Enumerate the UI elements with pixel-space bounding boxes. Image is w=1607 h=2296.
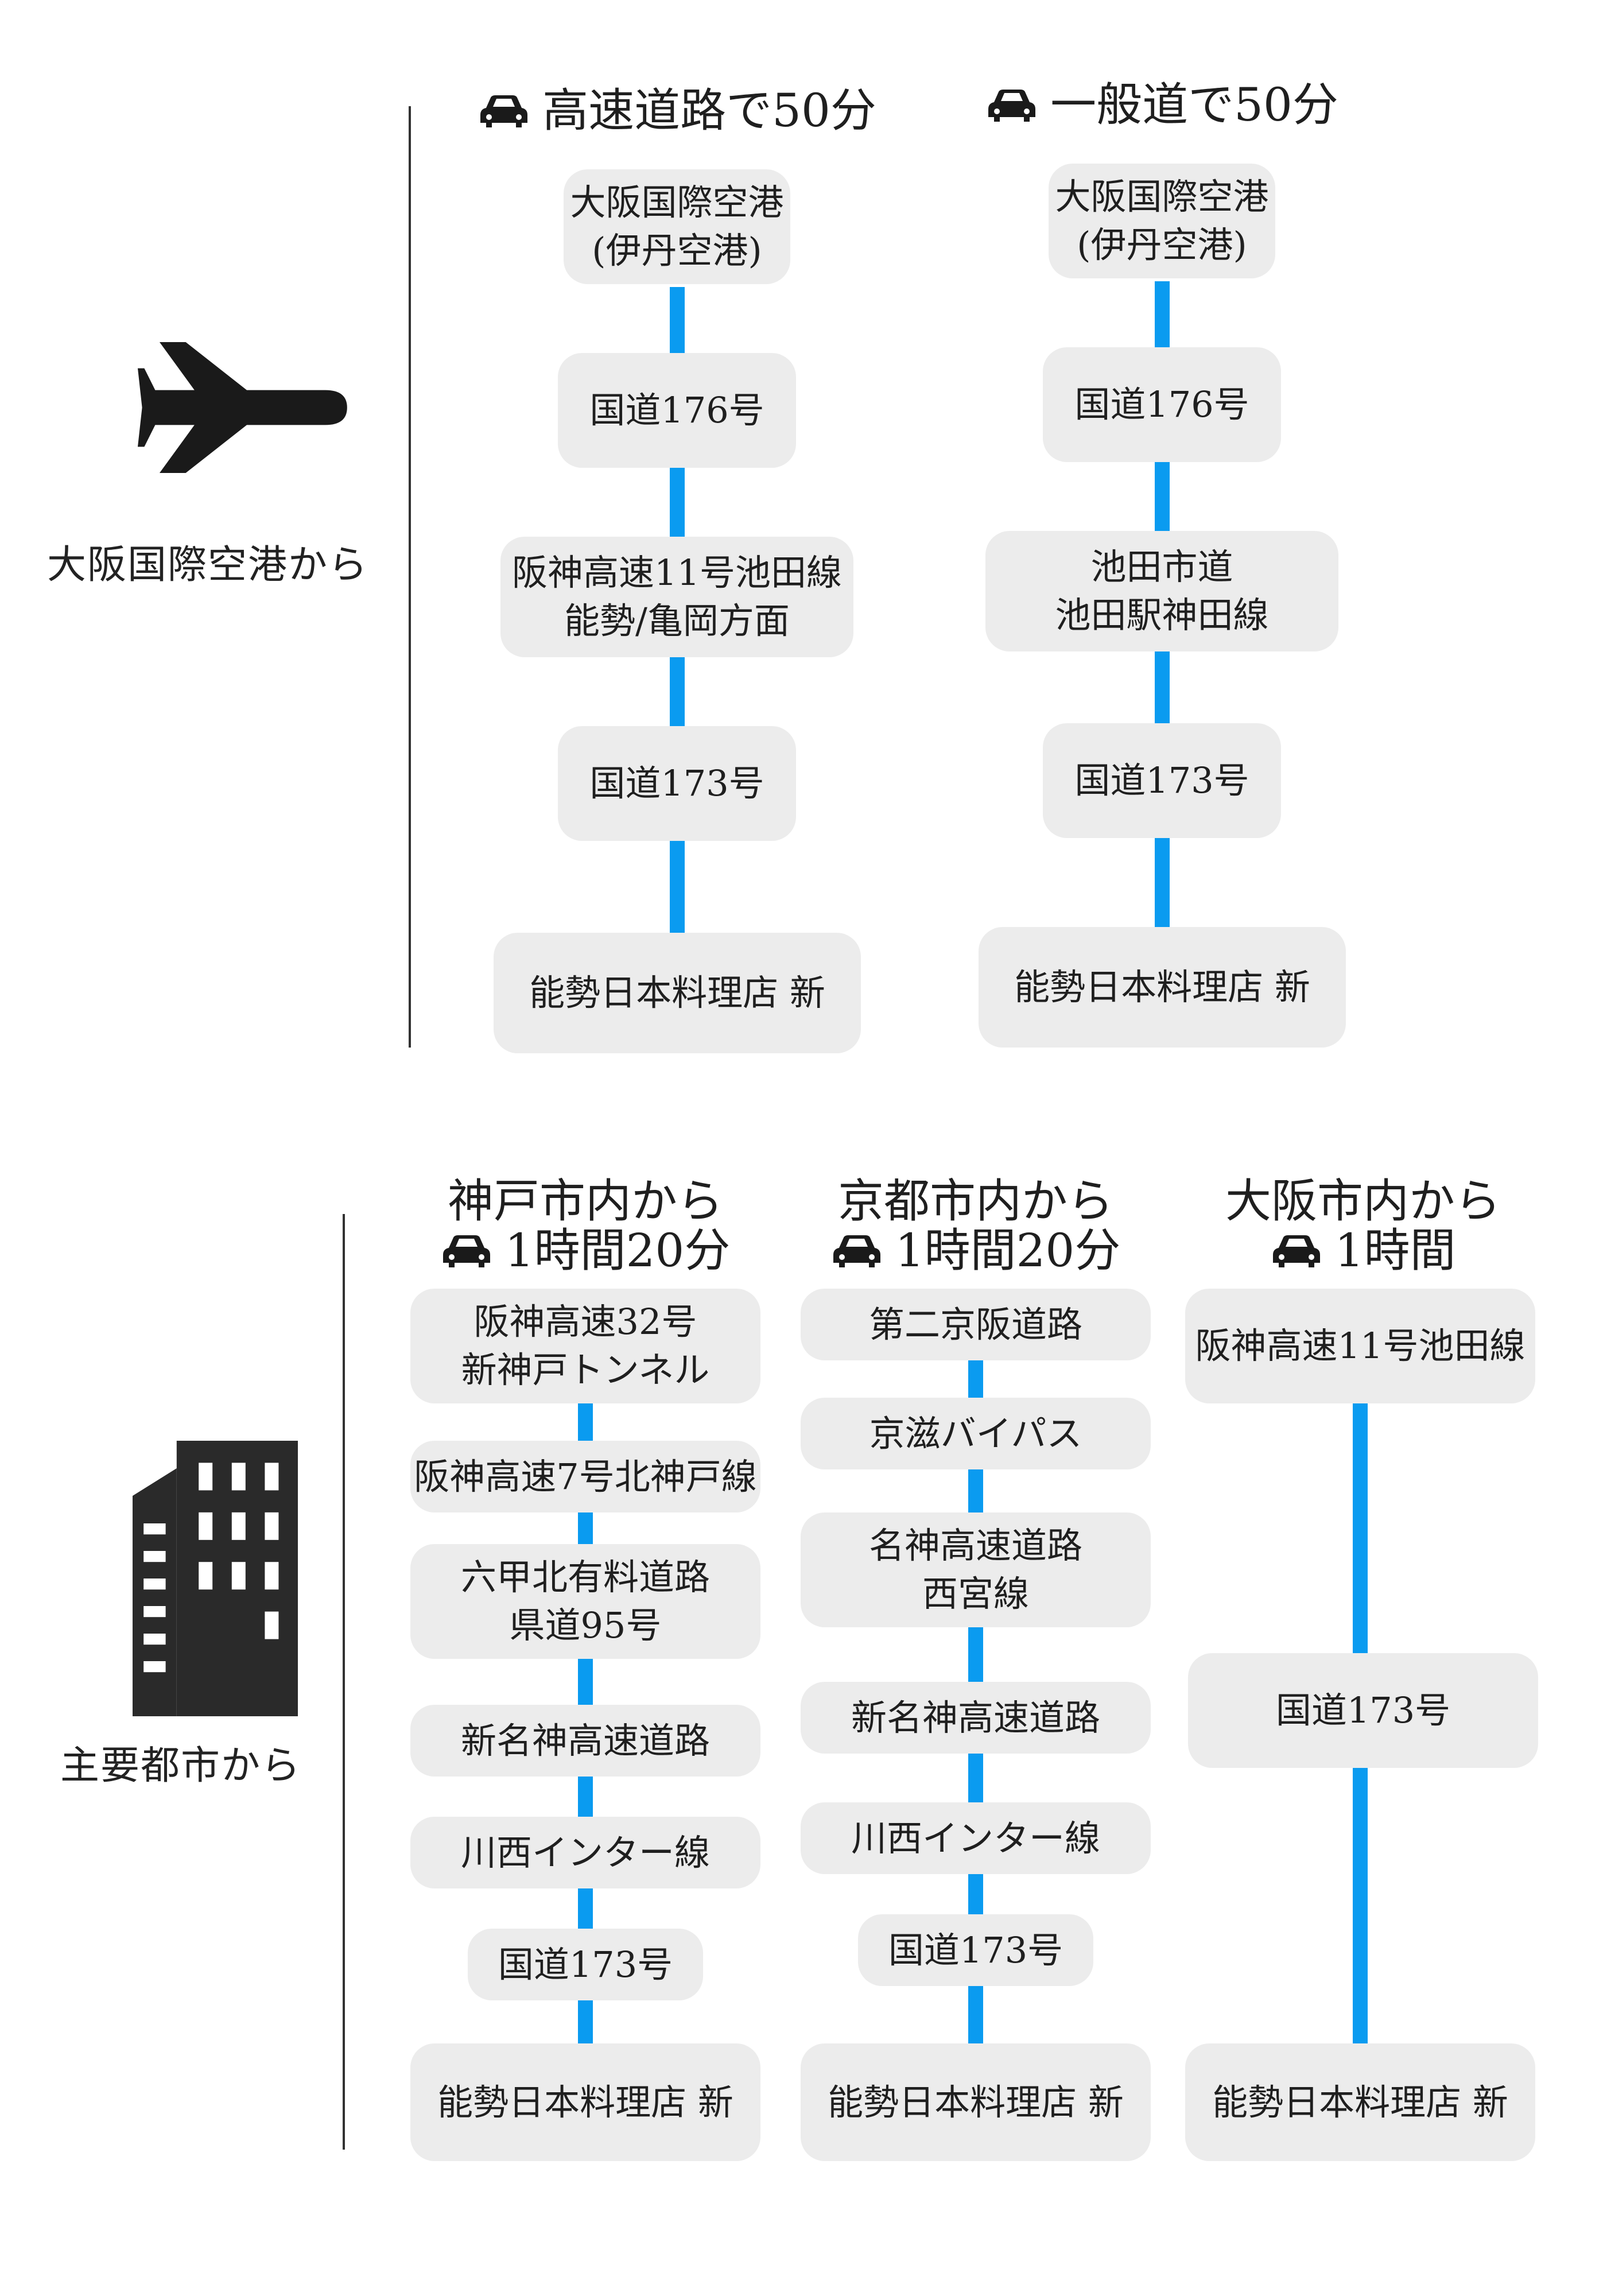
route-stop: 六甲北有料道路 県道95号 (410, 1544, 760, 1659)
route-duration: 1時間20分 (504, 1224, 731, 1277)
route-header: 神戸市内から 1時間20分 (402, 1177, 769, 1275)
route-stop: 第二京阪道路 (801, 1289, 1151, 1360)
airplane-icon (138, 298, 356, 517)
section-label-airport: 大阪国際空港から (47, 542, 369, 588)
city-section: 主要都市から 神戸市内から 1時間20分 阪神高速32号 新神戸トンネル 阪神高… (0, 1148, 1607, 2296)
route-stop: 国道173号 (558, 726, 796, 841)
route-duration: 高速道路で50分 (542, 84, 876, 137)
building-icon (132, 1441, 298, 1716)
route-origin: 京都市内から (838, 1174, 1113, 1228)
section-divider-line (343, 1214, 345, 2150)
route-stop: 阪神高速11号池田線 能勢/亀岡方面 (500, 537, 853, 657)
car-icon (442, 1235, 490, 1267)
route-stop: 阪神高速7号北神戸線 (410, 1441, 760, 1512)
car-icon (1272, 1235, 1320, 1267)
destination-stop: 能勢日本料理店 新 (801, 2043, 1151, 2161)
route-stop: 新名神高速道路 (801, 1682, 1151, 1754)
route-header: 京都市内から 1時間20分 (792, 1177, 1159, 1275)
destination-stop: 能勢日本料理店 新 (979, 927, 1346, 1048)
route-stop: 阪神高速32号 新神戸トンネル (410, 1289, 760, 1403)
airport-section: 大阪国際空港から 高速道路で50分 大阪国際空港 (伊丹空港) 国道176号 阪… (0, 0, 1607, 1091)
route-stop: 川西インター線 (410, 1817, 760, 1888)
route-expressway: 高速道路で50分 大阪国際空港 (伊丹空港) 国道176号 阪神高速11号池田線… (436, 0, 918, 1091)
route-stop: 国道176号 (1043, 347, 1281, 462)
route-origin: 大阪市内から (1225, 1174, 1501, 1228)
section-label-cities: 主要都市から (60, 1743, 302, 1789)
route-stop: 国道173号 (1043, 723, 1281, 838)
route-stop: 大阪国際空港 (伊丹空港) (564, 169, 790, 284)
route-stop: 国道173号 (1188, 1653, 1538, 1768)
route-stop: 京滋バイパス (801, 1398, 1151, 1469)
route-header: 高速道路で50分 (436, 86, 918, 135)
route-from-osaka: 大阪市内から 1時間 阪神高速11号池田線 国道173号 能勢日本料理店 新 (1177, 1148, 1550, 2296)
route-stop: 阪神高速11号池田線 (1185, 1289, 1535, 1403)
car-icon (480, 95, 528, 127)
car-icon (988, 90, 1036, 122)
route-stop: 国道176号 (558, 353, 796, 468)
route-stop: 池田市道 池田駅神田線 (985, 531, 1338, 651)
destination-stop: 能勢日本料理店 新 (494, 933, 861, 1053)
route-local-road: 一般道で50分 大阪国際空港 (伊丹空港) 国道176号 池田市道 池田駅神田線… (921, 0, 1403, 1091)
route-header: 一般道で50分 (921, 80, 1403, 130)
route-origin: 神戸市内から (448, 1174, 723, 1228)
route-duration: 一般道で50分 (1050, 78, 1338, 131)
route-duration: 1時間 (1334, 1224, 1456, 1277)
route-stop: 国道173号 (468, 1929, 703, 2000)
route-stop: 名神高速道路 西宮線 (801, 1512, 1151, 1627)
route-stop: 国道173号 (858, 1914, 1093, 1986)
route-from-kyoto: 京都市内から 1時間20分 第二京阪道路 京滋バイパス 名神高速道路 西宮線 新… (792, 1148, 1159, 2296)
destination-stop: 能勢日本料理店 新 (410, 2043, 760, 2161)
route-stop: 大阪国際空港 (伊丹空港) (1049, 164, 1275, 278)
car-icon (833, 1235, 880, 1267)
section-divider-line (409, 106, 411, 1048)
route-from-kobe: 神戸市内から 1時間20分 阪神高速32号 新神戸トンネル 阪神高速7号北神戸線… (402, 1148, 769, 2296)
route-duration: 1時間20分 (895, 1224, 1121, 1277)
route-header: 大阪市内から 1時間 (1177, 1177, 1550, 1275)
route-stop: 新名神高速道路 (410, 1705, 760, 1777)
destination-stop: 能勢日本料理店 新 (1185, 2043, 1535, 2161)
route-stop: 川西インター線 (801, 1802, 1151, 1874)
